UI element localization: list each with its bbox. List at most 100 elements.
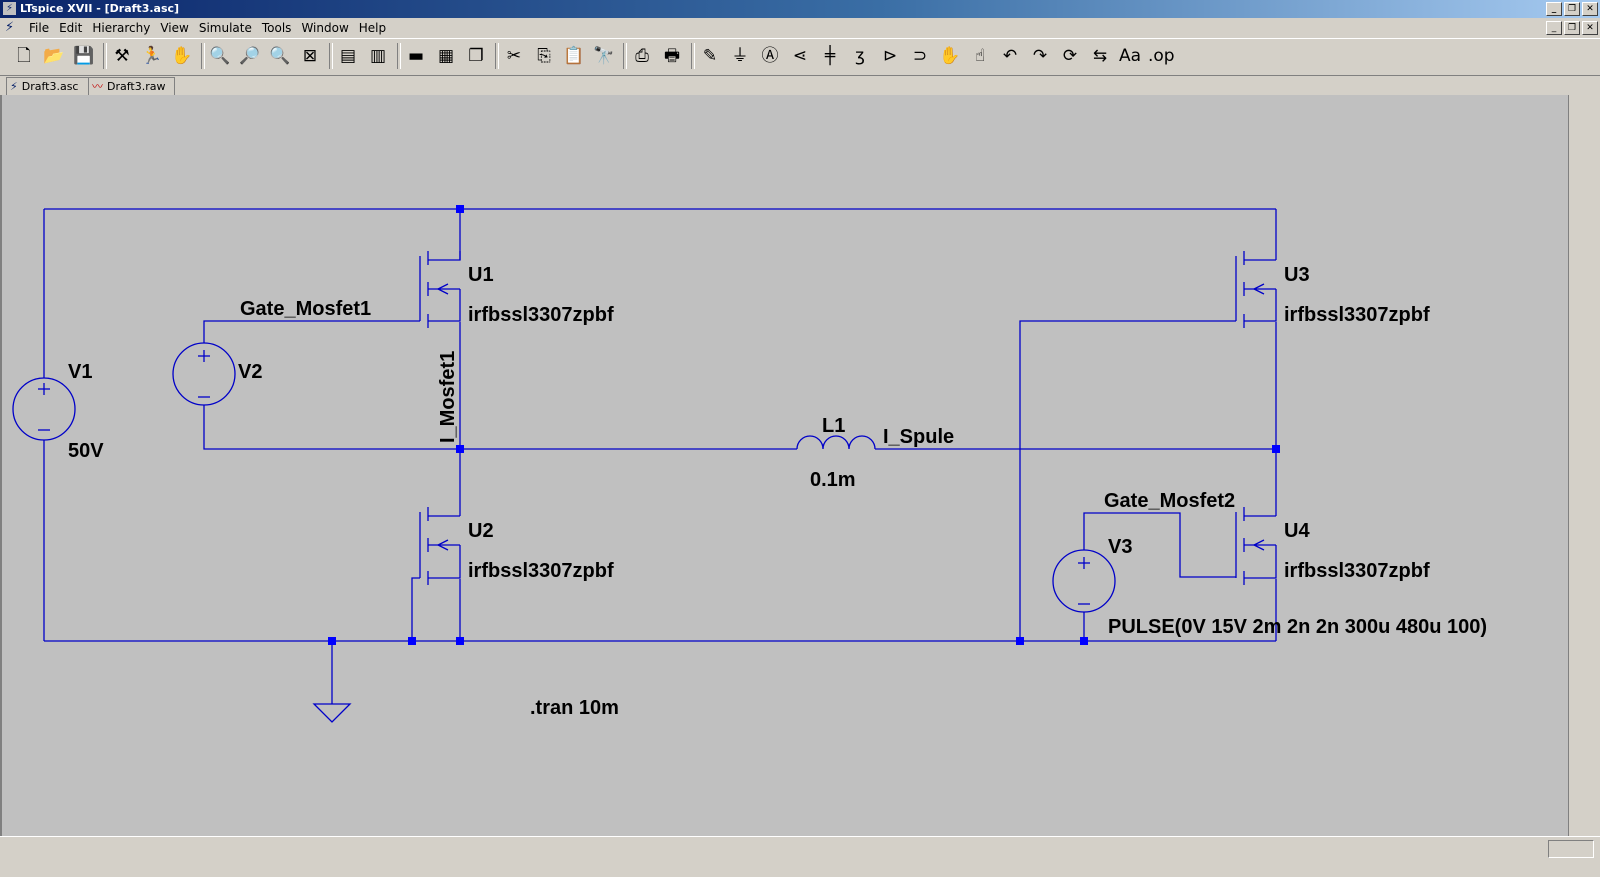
voltage-source-v1[interactable]	[12, 377, 76, 441]
ground-icon[interactable]: ⏚	[731, 46, 749, 66]
toolbar: 🗋 📂 💾 ⚒ 🏃 ✋ 🔍 🔎 🔍 ⊠ ▤ ▥ ▬ ▦ ❐ ✂ ⎘ 📋 🔭 ⎙ 🖶 ✎ ⏚ Ⓐ ⋖ ╪ ʒ ⊳ ⊃ ✋ ☝ ↶ ↷ ⟳ ⇆ Aa .op	[0, 38, 1600, 76]
open-icon[interactable]: 📂	[43, 46, 65, 66]
zoom-fit-icon[interactable]: ⊠	[302, 46, 318, 66]
vertical-scrollbar[interactable]	[1568, 95, 1600, 836]
junctions	[328, 205, 1280, 645]
pan-icon[interactable]: 🔎	[239, 46, 261, 66]
window-title: LTspice XVII - [Draft3.asc]	[20, 2, 180, 15]
drag-icon[interactable]: ☝	[974, 46, 986, 66]
toolbar-separator	[623, 43, 627, 69]
u1-value-label: irfbssl3307zpbf	[468, 304, 614, 326]
u3-value-label: irfbssl3307zpbf	[1284, 304, 1430, 326]
v2-ref-label: V2	[238, 361, 262, 383]
wires	[43, 208, 1277, 723]
document-system-icon[interactable]: ⚡	[5, 20, 15, 35]
tab-label: Draft3.raw	[107, 80, 166, 93]
move-icon[interactable]: ✋	[939, 46, 961, 66]
l1-value-label: 0.1m	[810, 469, 856, 491]
voltage-source-v2[interactable]	[172, 342, 236, 406]
v1-value-label: 50V	[68, 440, 104, 462]
new-schematic-icon[interactable]: 🗋	[17, 46, 31, 66]
redo-icon[interactable]: ↷	[1032, 46, 1048, 66]
net-label-gate-mosfet1[interactable]: Gate_Mosfet1	[240, 298, 371, 320]
zoom-in-icon[interactable]: 🔍	[209, 46, 231, 66]
title-bar: ⚡ LTspice XVII - [Draft3.asc] _ ❐ ✕	[0, 0, 1600, 18]
mosfet-u4[interactable]	[1235, 507, 1277, 585]
toolbar-separator	[103, 43, 107, 69]
voltage-source-v3[interactable]	[1052, 549, 1116, 613]
rotate-icon[interactable]: ⟳	[1062, 46, 1078, 66]
tab-draft3-asc[interactable]: ⚡Draft3.asc	[6, 77, 93, 95]
component-icon[interactable]: ⊃	[912, 46, 928, 66]
tab-label: Draft3.asc	[21, 80, 79, 93]
menu-simulate[interactable]: Simulate	[198, 21, 252, 35]
v3-value-label: PULSE(0V 15V 2m 2n 2n 300u 480u 100)	[1108, 616, 1487, 638]
toolbar-separator	[397, 43, 401, 69]
net-label-gate-mosfet2[interactable]: Gate_Mosfet2	[1104, 490, 1235, 512]
draw-wire-icon[interactable]: ✎	[702, 46, 718, 66]
spice-directive-icon[interactable]: .op	[1148, 46, 1175, 66]
status-bar	[0, 836, 1600, 877]
minimize-button[interactable]: _	[1546, 2, 1562, 16]
u4-value-label: irfbssl3307zpbf	[1284, 560, 1430, 582]
mosfet-u3[interactable]	[1235, 251, 1277, 328]
tab-draft3-raw[interactable]: 〰 Draft3.raw	[88, 77, 175, 95]
capacitor-icon[interactable]: ╪	[824, 46, 836, 66]
doc-minimize-button[interactable]: _	[1546, 21, 1562, 35]
print-icon[interactable]: 🖶	[663, 46, 681, 66]
mosfet-u2[interactable]	[419, 507, 461, 585]
plot-settings-icon[interactable]: ▥	[369, 46, 387, 66]
control-panel-icon[interactable]: ⚒	[114, 46, 130, 66]
print-preview-icon[interactable]: ⎙	[635, 46, 649, 66]
undo-icon[interactable]: ↶	[1002, 46, 1018, 66]
zoom-out-icon[interactable]: 🔍	[269, 46, 291, 66]
mosfet-u1[interactable]	[419, 251, 461, 328]
save-icon[interactable]: 💾	[73, 46, 95, 66]
document-tabs: ⚡Draft3.asc 〰 Draft3.raw	[0, 75, 1600, 96]
v1-ref-label: V1	[68, 361, 92, 383]
close-button[interactable]: ✕	[1582, 2, 1598, 16]
inductor-icon[interactable]: ʒ	[855, 46, 865, 66]
menu-edit[interactable]: Edit	[59, 21, 83, 35]
menu-hierarchy[interactable]: Hierarchy	[92, 21, 151, 35]
text-icon[interactable]: Aa	[1118, 46, 1142, 66]
doc-close-button[interactable]: ✕	[1582, 21, 1598, 35]
menu-help[interactable]: Help	[358, 21, 387, 35]
toolbar-separator	[201, 43, 205, 69]
toolbar-separator	[691, 43, 695, 69]
tile-vertical-icon[interactable]: ▦	[437, 46, 455, 66]
find-icon[interactable]: 🔭	[593, 46, 615, 66]
label-net-icon[interactable]: Ⓐ	[761, 46, 779, 66]
v3-ref-label: V3	[1108, 536, 1132, 558]
cascade-icon[interactable]: ❐	[468, 46, 484, 66]
cut-icon[interactable]: ✂	[506, 46, 522, 66]
paste-icon[interactable]: 📋	[563, 46, 585, 66]
mirror-icon[interactable]: ⇆	[1092, 46, 1108, 66]
menu-file[interactable]: File	[29, 21, 50, 35]
net-label-i-spule[interactable]: I_Spule	[883, 426, 954, 448]
copy-icon[interactable]: ⎘	[537, 46, 551, 66]
u4-ref-label: U4	[1284, 520, 1310, 542]
menu-view[interactable]: View	[160, 21, 189, 35]
l1-ref-label: L1	[822, 415, 845, 437]
resistor-icon[interactable]: ⋖	[792, 46, 808, 66]
u1-ref-label: U1	[468, 264, 494, 286]
autorange-icon[interactable]: ▤	[339, 46, 357, 66]
tile-horizontal-icon[interactable]: ▬	[407, 46, 425, 66]
net-label-i-mosfet1[interactable]: I_Mosfet1	[437, 351, 459, 443]
toolbar-separator	[329, 43, 333, 69]
status-panel	[1548, 840, 1594, 858]
waveform-icon: 〰	[92, 80, 103, 93]
menu-window[interactable]: Window	[301, 21, 349, 35]
halt-icon[interactable]: ✋	[171, 46, 193, 66]
run-icon[interactable]: 🏃	[141, 46, 163, 66]
spice-directive-tran[interactable]: .tran 10m	[530, 697, 619, 719]
ltspice-app-icon[interactable]: ⚡	[3, 2, 16, 15]
menu-tools[interactable]: Tools	[261, 21, 292, 35]
restore-button[interactable]: ❐	[1564, 2, 1580, 16]
u2-ref-label: U2	[468, 520, 494, 542]
doc-restore-button[interactable]: ❐	[1564, 21, 1580, 35]
diode-icon[interactable]: ⊳	[882, 46, 898, 66]
schematic-canvas[interactable]: V1 50V V2 V3 PULSE(0V 15V 2m 2n 2n 300u …	[0, 95, 1568, 836]
u2-value-label: irfbssl3307zpbf	[468, 560, 614, 582]
